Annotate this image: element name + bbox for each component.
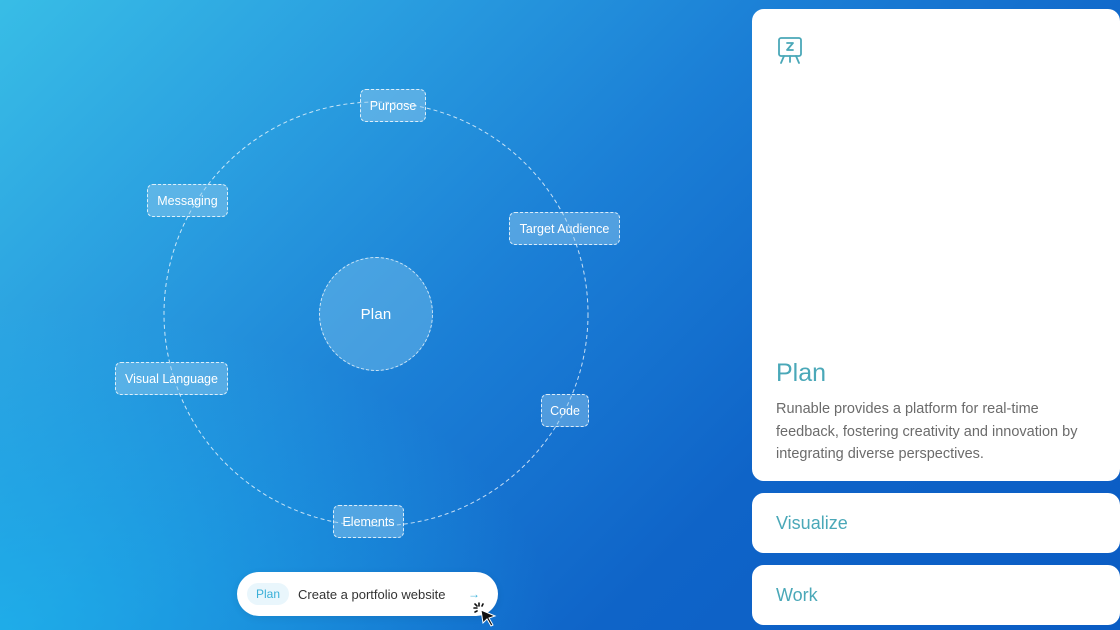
arrow-right-icon[interactable]: → xyxy=(468,587,480,601)
card-visualize[interactable]: Visualize xyxy=(752,493,1120,553)
center-node-plan[interactable]: Plan xyxy=(319,257,433,371)
node-code[interactable]: Code xyxy=(541,394,589,427)
plan-diagram: Plan Purpose Target Audience Code Elemen… xyxy=(0,0,750,630)
pointer-cursor-icon xyxy=(473,602,497,627)
card-description: Runable provides a platform for real-tim… xyxy=(776,401,1078,462)
card-title: Plan xyxy=(776,359,827,387)
card-title: Work xyxy=(776,584,818,605)
card-plan[interactable]: Plan Runable provides a platform for rea… xyxy=(752,9,1120,481)
prompt-bar[interactable]: Plan Create a portfolio website → xyxy=(237,572,498,616)
node-messaging[interactable]: Messaging xyxy=(147,184,228,217)
orbit-ring xyxy=(0,0,750,630)
node-purpose[interactable]: Purpose xyxy=(360,89,426,122)
prompt-chip: Plan xyxy=(247,583,290,605)
card-work[interactable]: Work xyxy=(752,565,1120,625)
node-target-audience[interactable]: Target Audience xyxy=(509,212,620,245)
card-title: Visualize xyxy=(776,512,848,533)
node-elements[interactable]: Elements xyxy=(333,505,404,538)
center-node-label: Plan xyxy=(360,305,392,323)
prompt-text: Create a portfolio website xyxy=(298,586,446,602)
node-visual-language[interactable]: Visual Language xyxy=(115,362,228,395)
presentation-board-icon xyxy=(778,37,802,64)
